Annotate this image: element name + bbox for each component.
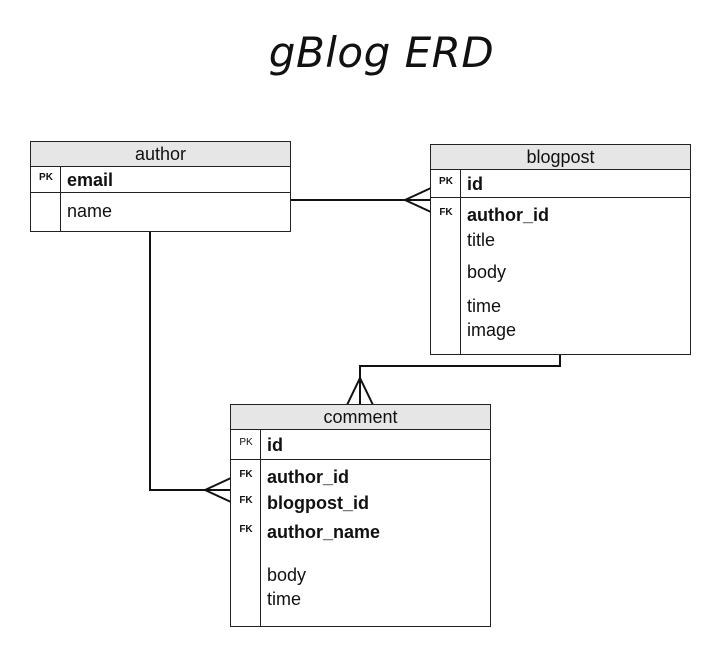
entity-blogpost-header: blogpost	[431, 145, 690, 170]
blogpost-field-title: title	[467, 230, 496, 250]
blogpost-field-time: time	[467, 296, 502, 316]
blogpost-field-author-id: author_id	[467, 205, 550, 225]
pk-label: PK	[39, 172, 53, 183]
blogpost-pk-field: id	[467, 174, 483, 194]
comment-field-body: body	[267, 565, 307, 585]
blogpost-field-image: image	[467, 320, 517, 340]
entity-comment[interactable]: comment PK id FK author_id FK blogpost_i…	[230, 404, 491, 627]
entity-comment-header: comment	[231, 405, 490, 430]
entity-blogpost[interactable]: blogpost PK id FK author_id title body t…	[430, 144, 691, 355]
comment-field-time: time	[267, 589, 302, 609]
fk-label: FK	[439, 207, 453, 218]
comment-field-author-id: author_id	[267, 467, 350, 487]
fk-label: FK	[239, 524, 253, 535]
relationship-blogpost-comment	[346, 354, 561, 406]
fk-label: FK	[239, 495, 253, 506]
relationship-author-blogpost	[290, 187, 432, 213]
pk-label: PK	[239, 437, 253, 448]
diagram-title: gBlog ERD	[268, 28, 495, 77]
blogpost-field-body: body	[467, 262, 507, 282]
author-field-name: name	[67, 201, 113, 221]
comment-pk-field: id	[267, 435, 283, 455]
pk-label: PK	[439, 176, 453, 187]
entity-author[interactable]: author PK email name	[30, 141, 291, 232]
fk-label: FK	[239, 469, 253, 480]
author-pk-field: email	[67, 170, 114, 190]
relationship-author-comment	[149, 231, 232, 503]
entity-author-header: author	[31, 142, 290, 167]
comment-field-author-name: author_name	[267, 522, 381, 542]
comment-field-blogpost-id: blogpost_id	[267, 493, 369, 513]
